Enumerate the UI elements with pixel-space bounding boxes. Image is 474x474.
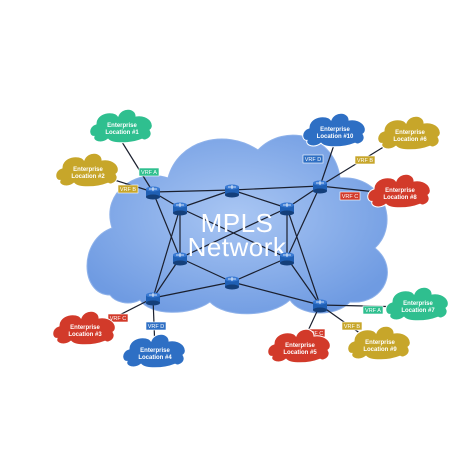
edge-router-bottom-left-icon — [146, 292, 160, 306]
vrf-label: VRF B — [357, 158, 374, 164]
site-label-line-2: Location #5 — [283, 350, 317, 356]
core-router-6-icon — [225, 276, 239, 290]
vrf-label: VRF C — [342, 194, 359, 200]
site-label-line-1: Enterprise — [395, 130, 425, 136]
vrf-label: VRF A — [365, 308, 381, 314]
vrf-tag-c-bottom-left: VRF C — [107, 313, 129, 323]
site-label-line-1: Enterprise — [320, 127, 350, 133]
vrf-tag-a-bottom-right: VRF A — [362, 305, 384, 315]
vrf-tag-b-top-left: VRF B — [117, 184, 139, 194]
vrf-label: VRF D — [148, 324, 165, 330]
site-label-line-1: Enterprise — [70, 325, 100, 331]
vrf-tag-b-top-right: VRF B — [354, 155, 376, 165]
vrf-label: VRF C — [110, 316, 127, 322]
site-label-line-2: Location #6 — [393, 137, 427, 143]
site-label-line-2: Location #9 — [363, 347, 397, 353]
core-router-4-icon — [173, 252, 187, 266]
vrf-tag-d-top-right: VRF D — [302, 154, 324, 164]
site-label-line-2: Location #10 — [317, 134, 354, 140]
site-label-line-2: Location #7 — [401, 308, 435, 314]
routers — [146, 180, 327, 313]
core-router-2-icon — [225, 184, 239, 198]
edge-router-bottom-right-icon — [313, 299, 327, 313]
vrf-label: VRF B — [344, 324, 361, 330]
core-router-3-icon — [280, 202, 294, 216]
title-line-2: Network — [188, 232, 287, 262]
site-label-line-1: Enterprise — [403, 301, 433, 307]
site-label-line-1: Enterprise — [73, 167, 103, 173]
network-title: MPLS Network — [188, 208, 287, 262]
edge-router-top-left-icon — [146, 186, 160, 200]
vrf-label: VRF B — [120, 187, 137, 193]
site-label-line-1: Enterprise — [365, 340, 395, 346]
site-label-line-2: Location #8 — [383, 195, 417, 201]
vrf-tag-b-bottom-right: VRF B — [341, 321, 363, 331]
title-line-1: MPLS — [201, 208, 274, 238]
site-label-line-1: Enterprise — [107, 123, 137, 129]
site-label-line-2: Location #3 — [68, 332, 102, 338]
core-router-1-icon — [173, 202, 187, 216]
site-label-line-1: Enterprise — [140, 348, 170, 354]
edge-router-top-right-icon — [313, 180, 327, 194]
site-label-line-2: Location #4 — [138, 355, 172, 361]
site-label-line-2: Location #1 — [105, 130, 139, 136]
vrf-tag-a-top-left: VRF A — [138, 167, 160, 177]
vrf-tag-c-top-right: VRF C — [339, 191, 361, 201]
vrf-label: VRF C — [307, 331, 324, 337]
vrf-tag-d-bottom-left: VRF D — [145, 321, 167, 331]
site-label-line-2: Location #2 — [71, 174, 105, 180]
vrf-label: VRF D — [305, 157, 322, 163]
site-label-line-1: Enterprise — [385, 188, 415, 194]
core-router-5-icon — [280, 252, 294, 266]
vrf-tags: VRF A VRF B VRF D VRF B VRF C VRF C VRF D VRF A… — [107, 154, 384, 338]
site-label-line-1: Enterprise — [285, 343, 315, 349]
vrf-label: VRF A — [141, 170, 157, 176]
